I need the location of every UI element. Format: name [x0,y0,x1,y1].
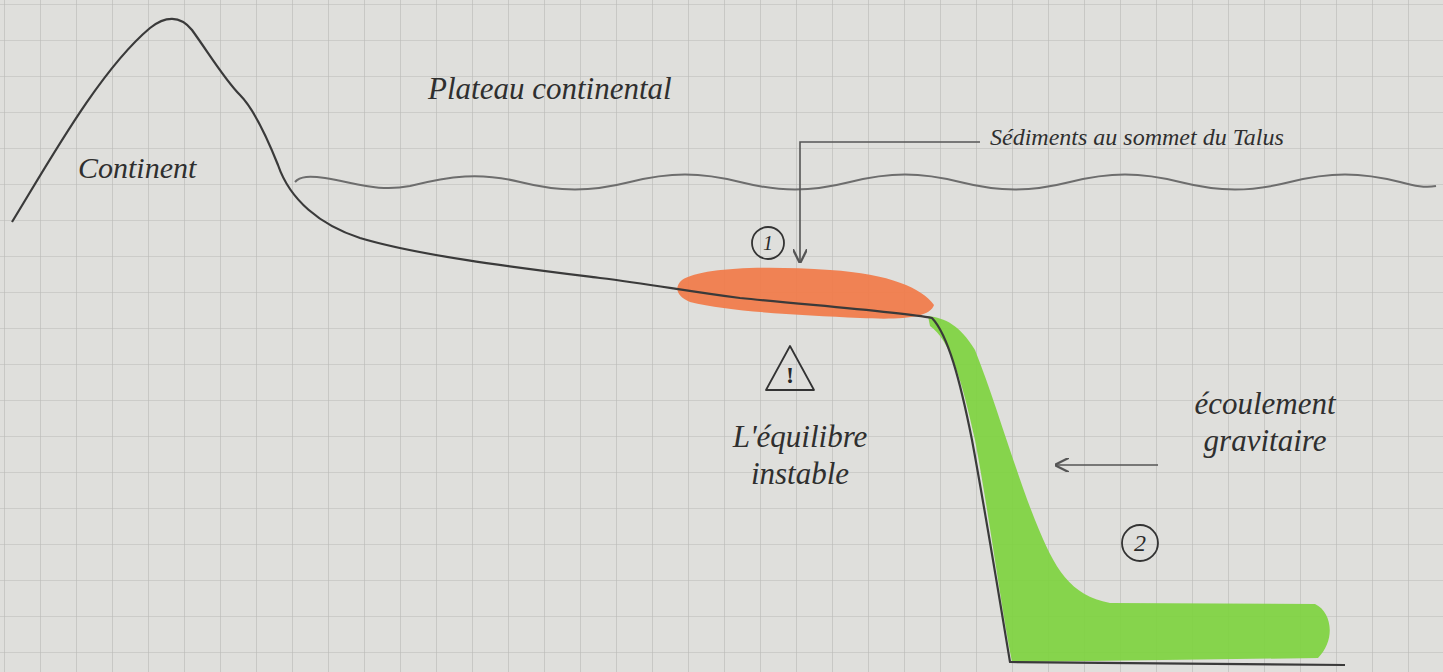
annotation-label: Continent [78,150,196,186]
annotation-label: Plateau continental [428,70,672,107]
leader-line [800,142,980,262]
sea-surface [295,175,1436,190]
annotation-label: L'équilibre instable [690,418,910,492]
warning-triangle: ! [765,345,815,391]
seafloor-profile [12,19,1345,665]
callout-number: 1 [763,233,773,253]
gravity-flow [928,316,1330,662]
warning-sign: ! [786,363,794,387]
sediment-band [677,268,934,319]
leader-arrow [1056,464,1158,466]
callout-circle: 2 [1121,524,1159,562]
annotation-label: écoulement gravitaire [1160,385,1370,459]
callout-circle: 1 [751,226,785,260]
callout-number: 2 [1134,531,1146,555]
annotation-label: Sédiments au sommet du Talus [990,123,1284,152]
